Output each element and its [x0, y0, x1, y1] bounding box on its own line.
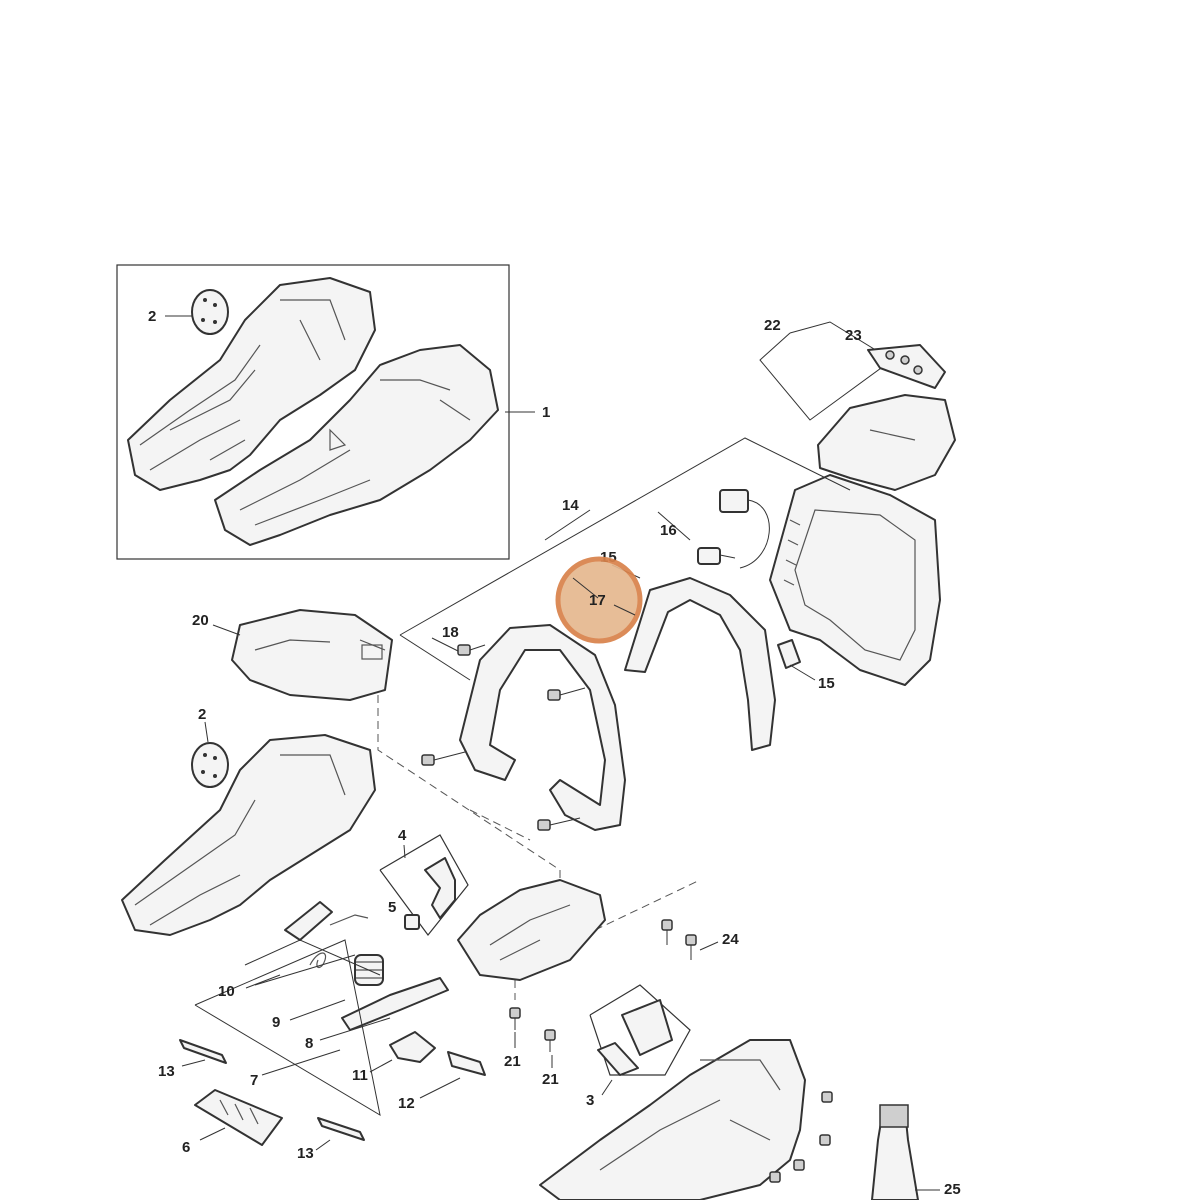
label-15-bottom: 15 — [818, 675, 835, 692]
screw-18c[interactable] — [421, 751, 466, 766]
gasket-disc-a[interactable] — [191, 289, 229, 335]
arc-handle-17[interactable] — [624, 577, 776, 751]
screw-bottom-d[interactable] — [769, 1171, 781, 1183]
label-20: 20 — [192, 612, 209, 629]
screw-bottom-a[interactable] — [821, 1091, 833, 1103]
label-6: 6 — [182, 1139, 190, 1156]
trigger-cover-10[interactable] — [284, 901, 333, 941]
label-21-right: 21 — [542, 1071, 559, 1088]
motor-housing-center[interactable] — [457, 879, 606, 981]
label-16: 16 — [660, 522, 677, 539]
loop-handle[interactable] — [459, 624, 626, 831]
label-18: 18 — [442, 624, 459, 641]
screw-24a[interactable] — [661, 919, 673, 945]
trigger-slider-8[interactable] — [341, 977, 449, 1031]
housing-shell-lower[interactable] — [121, 734, 376, 936]
shaft-25[interactable] — [871, 1104, 919, 1200]
label-12: 12 — [398, 1095, 415, 1112]
label-24: 24 — [722, 931, 739, 948]
trigger-11[interactable] — [389, 1031, 436, 1063]
insert-3[interactable] — [597, 999, 673, 1076]
motor-cover-20[interactable] — [231, 609, 393, 701]
label-10: 10 — [218, 983, 235, 1000]
strip-13a[interactable] — [179, 1039, 227, 1064]
screw-21b[interactable] — [544, 1029, 556, 1052]
label-2-lower: 2 — [198, 706, 206, 723]
label-13-bottom: 13 — [297, 1145, 314, 1162]
label-2-detail: 2 — [148, 308, 156, 325]
switch-block-6[interactable] — [194, 1089, 283, 1146]
clip-15b[interactable] — [777, 639, 801, 669]
label-1: 1 — [542, 404, 550, 421]
label-4: 4 — [398, 827, 407, 844]
label-11: 11 — [352, 1067, 368, 1084]
insert-5[interactable] — [404, 914, 420, 930]
label-23: 23 — [845, 327, 862, 344]
screw-18a[interactable] — [457, 644, 486, 656]
spring-clip[interactable] — [329, 914, 369, 926]
label-21-left: 21 — [504, 1053, 521, 1070]
handle-cover-23[interactable] — [867, 344, 946, 389]
gasket-disc-b[interactable] — [191, 742, 229, 788]
label-3: 3 — [586, 1092, 594, 1109]
highlight-circle-17[interactable] — [555, 556, 643, 644]
label-8: 8 — [305, 1035, 313, 1052]
label-25: 25 — [944, 1181, 961, 1198]
housing-shell-left-detail[interactable] — [127, 277, 376, 491]
label-17-highlighted: 17 — [589, 592, 606, 609]
cable-harness-16[interactable] — [697, 489, 770, 569]
screw-bottom-b[interactable] — [819, 1134, 831, 1146]
label-13-left: 13 — [158, 1063, 175, 1080]
screw-18b[interactable] — [547, 687, 586, 701]
screw-21a[interactable] — [509, 1007, 521, 1030]
housing-shell-right-detail[interactable] — [214, 344, 499, 546]
label-7: 7 — [250, 1072, 258, 1089]
handle-cap-22[interactable] — [817, 394, 956, 491]
torsion-spring[interactable] — [309, 952, 327, 969]
housing-shell-bottom[interactable] — [539, 1039, 806, 1200]
screw-24b[interactable] — [685, 934, 697, 960]
screw-18d[interactable] — [537, 817, 581, 831]
label-5: 5 — [388, 899, 396, 916]
label-22: 22 — [764, 317, 781, 334]
screw-bottom-c[interactable] — [793, 1159, 805, 1171]
label-14: 14 — [562, 497, 579, 514]
label-9: 9 — [272, 1014, 280, 1031]
lever-4[interactable] — [424, 857, 456, 919]
strip-13b[interactable] — [317, 1117, 365, 1141]
contact-12[interactable] — [447, 1051, 486, 1076]
